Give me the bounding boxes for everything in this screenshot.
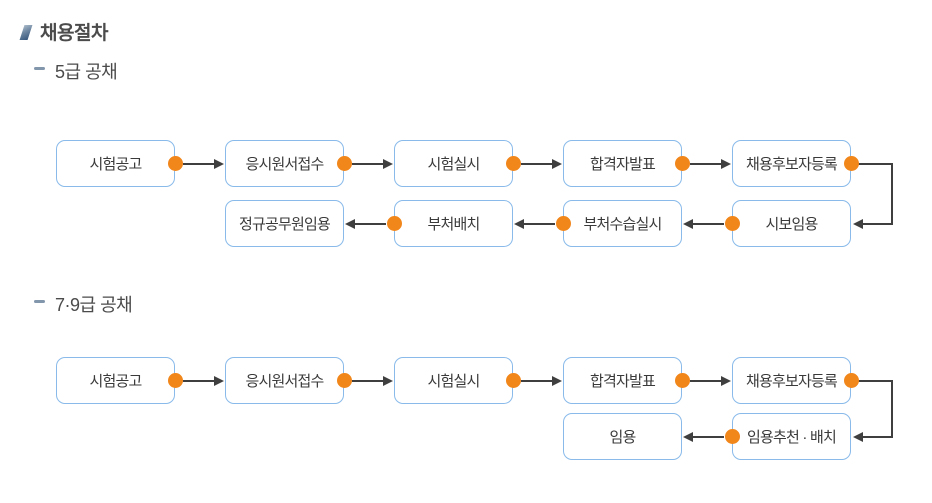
flow-node-label: 채용후보자등록 bbox=[745, 373, 838, 390]
arrow-head-right-icon bbox=[214, 158, 224, 169]
flow-connector-line bbox=[352, 379, 383, 382]
flow-node-label: 시험실시 bbox=[427, 156, 480, 173]
flow-node: 채용후보자등록 bbox=[732, 357, 851, 404]
arrow-head-right-icon bbox=[721, 158, 731, 169]
wrap-connector-line bbox=[851, 379, 893, 382]
section-heading-label: 7·9급 공채 bbox=[55, 295, 133, 315]
flow-node: 시험공고 bbox=[56, 357, 175, 404]
flow-connector-line bbox=[521, 379, 552, 382]
arrow-head-left-icon bbox=[514, 218, 524, 229]
flow-connector-line bbox=[690, 379, 721, 382]
flow-node-label: 임용추천 · 배치 bbox=[747, 429, 837, 446]
arrow-head-right-icon bbox=[214, 375, 224, 386]
flow-connector-line bbox=[521, 162, 552, 165]
flow-node: 시보임용 bbox=[732, 200, 851, 247]
arrow-head-right-icon bbox=[721, 375, 731, 386]
flow-node-label: 시험공고 bbox=[89, 156, 142, 173]
flow-node: 응시원서접수 bbox=[225, 140, 344, 187]
flow-dot bbox=[167, 373, 183, 388]
flow-node: 임용 bbox=[563, 413, 682, 460]
flow-dot bbox=[674, 373, 690, 388]
flow-node-label: 합격자발표 bbox=[589, 156, 656, 173]
wrap-connector-line bbox=[863, 435, 893, 438]
flow-node-label: 채용후보자등록 bbox=[745, 156, 838, 173]
flow-connector-line bbox=[693, 222, 724, 225]
flow-dot bbox=[167, 156, 183, 171]
arrow-head-left-icon bbox=[683, 218, 693, 229]
arrow-head-left-icon bbox=[853, 431, 863, 442]
wrap-connector-line bbox=[891, 162, 893, 225]
arrow-head-right-icon bbox=[552, 375, 562, 386]
flow-node-label: 부처수습실시 bbox=[583, 216, 662, 233]
flow-node: 응시원서접수 bbox=[225, 357, 344, 404]
page-title: 채용절차 bbox=[40, 23, 108, 44]
flow-node-label: 시험실시 bbox=[427, 373, 480, 390]
flow-node-label: 임용 bbox=[609, 429, 636, 446]
dash-icon bbox=[34, 67, 45, 70]
flow-dot bbox=[724, 216, 740, 231]
flow-dot bbox=[386, 216, 402, 231]
flow-dot bbox=[843, 156, 859, 171]
wrap-connector-line bbox=[851, 162, 893, 165]
page-title-row: 채용절차 bbox=[19, 18, 108, 45]
arrow-head-left-icon bbox=[345, 218, 355, 229]
flow-connector-line bbox=[690, 162, 721, 165]
flow-node: 임용추천 · 배치 bbox=[732, 413, 851, 460]
flow-node: 합격자발표 bbox=[563, 140, 682, 187]
dash-icon bbox=[34, 300, 45, 303]
arrow-head-right-icon bbox=[552, 158, 562, 169]
flow-node: 부처수습실시 bbox=[563, 200, 682, 247]
flow-dot bbox=[505, 373, 521, 388]
arrow-head-left-icon bbox=[853, 218, 863, 229]
flow-dot bbox=[336, 156, 352, 171]
flow-dot bbox=[843, 373, 859, 388]
flow-connector-line bbox=[524, 222, 555, 225]
flow-dot bbox=[336, 373, 352, 388]
arrow-head-right-icon bbox=[383, 158, 393, 169]
title-marker-icon bbox=[19, 25, 33, 40]
section-heading-label: 5급 공채 bbox=[55, 62, 118, 82]
flow-connector-line bbox=[355, 222, 386, 225]
flow-dot bbox=[555, 216, 571, 231]
flow-node-label: 응시원서접수 bbox=[245, 373, 324, 390]
flow-node-label: 정규공무원임용 bbox=[238, 216, 331, 233]
flow-node: 부처배치 bbox=[394, 200, 513, 247]
flow-node-label: 부처배치 bbox=[427, 216, 480, 233]
section-heading-grade5: 5급 공채 bbox=[34, 58, 118, 84]
section-heading-grade79: 7·9급 공채 bbox=[34, 291, 133, 317]
arrow-head-left-icon bbox=[683, 431, 693, 442]
flow-connector-line bbox=[183, 379, 214, 382]
flow-node-label: 응시원서접수 bbox=[245, 156, 324, 173]
wrap-connector-line bbox=[891, 379, 893, 438]
flow-dot bbox=[505, 156, 521, 171]
arrow-head-right-icon bbox=[383, 375, 393, 386]
flow-node-label: 합격자발표 bbox=[589, 373, 656, 390]
flow-node-label: 시험공고 bbox=[89, 373, 142, 390]
flow-dot bbox=[674, 156, 690, 171]
flow-node: 채용후보자등록 bbox=[732, 140, 851, 187]
flow-connector-line bbox=[352, 162, 383, 165]
flow-node: 정규공무원임용 bbox=[225, 200, 344, 247]
flow-node-label: 시보임용 bbox=[765, 216, 818, 233]
flow-node: 합격자발표 bbox=[563, 357, 682, 404]
flow-node: 시험실시 bbox=[394, 357, 513, 404]
flow-node: 시험공고 bbox=[56, 140, 175, 187]
flow-node: 시험실시 bbox=[394, 140, 513, 187]
flow-connector-line bbox=[183, 162, 214, 165]
flow-dot bbox=[724, 429, 740, 444]
wrap-connector-line bbox=[863, 222, 893, 225]
flow-connector-line bbox=[693, 435, 724, 438]
